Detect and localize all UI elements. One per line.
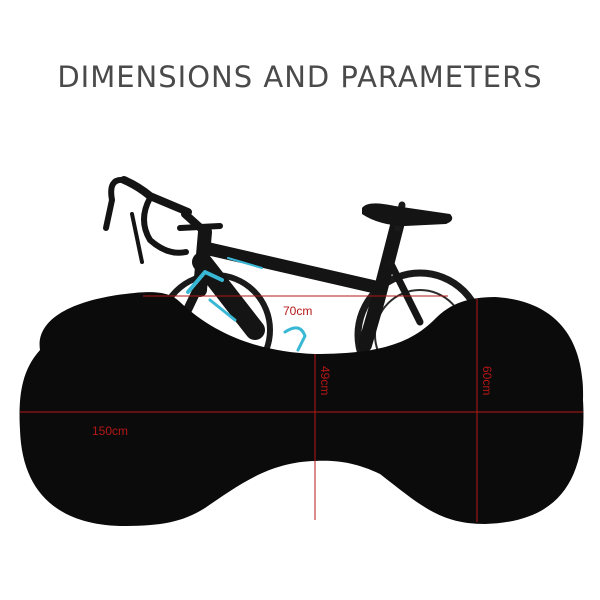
saddle: [362, 203, 453, 226]
width-label: 70cm: [283, 304, 312, 318]
page-title: DIMENSIONS AND PARAMETERS: [57, 60, 543, 94]
length-label: 150cm: [92, 424, 128, 438]
middle-height-label: 49cm: [318, 366, 332, 395]
dimension-lines: [20, 295, 583, 522]
end-height-label: 60cm: [480, 366, 494, 395]
bike-cover: [19, 292, 584, 526]
handlebar: [103, 176, 223, 264]
